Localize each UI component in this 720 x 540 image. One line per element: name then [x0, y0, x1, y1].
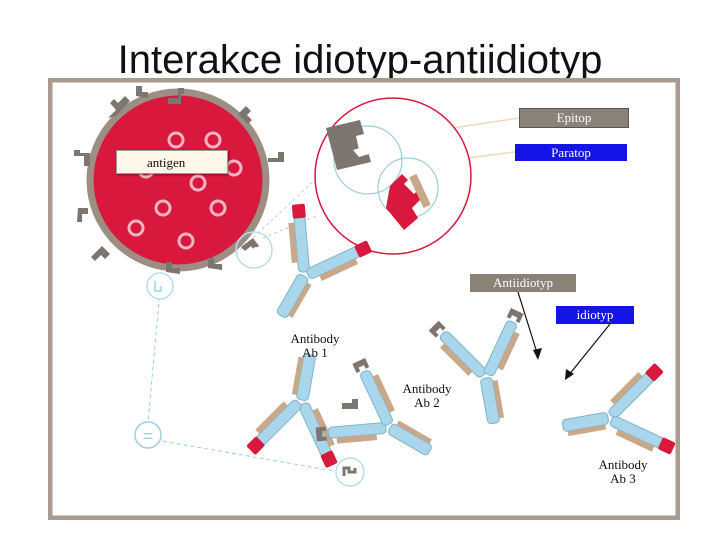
ab1-line1: Antibody [290, 331, 340, 346]
ab3-label: Antibody Ab 3 [588, 458, 658, 486]
idiotyp-arrow [567, 323, 611, 377]
ab3-line2: Ab 3 [610, 471, 636, 486]
ab3-line1: Antibody [598, 457, 648, 472]
diagram-frame: = Epitop Paratop antigen Antiidiotyp idi… [48, 78, 680, 520]
antiidiotyp-label: Antiidiotyp [470, 274, 576, 292]
antigen-cell [74, 86, 284, 274]
idiotyp-label: idiotyp [556, 306, 634, 324]
idiotype-diagram: = [48, 78, 680, 520]
antiidiotyp-arrow [517, 291, 539, 357]
antibody-ab2 [307, 349, 457, 497]
slide-title: Interakce idiotyp-antiidiotyp [117, 38, 603, 82]
epitop-label: Epitop [519, 108, 629, 128]
ab2-label: Antibody Ab 2 [392, 382, 462, 410]
antibody-ab1 [240, 345, 361, 472]
antigen-label: antigen [116, 150, 228, 174]
frame-border [48, 78, 680, 520]
ab2-line2: Ab 2 [414, 395, 440, 410]
ab2-line1: Antibody [402, 381, 452, 396]
ab1-label: Antibody Ab 1 [280, 332, 350, 360]
ab1-line2: Ab 1 [302, 345, 328, 360]
paratop-label: Paratop [515, 144, 627, 161]
equals-symbol: = [143, 426, 154, 446]
equals-circle [134, 421, 162, 449]
zoom-circle [314, 97, 472, 255]
